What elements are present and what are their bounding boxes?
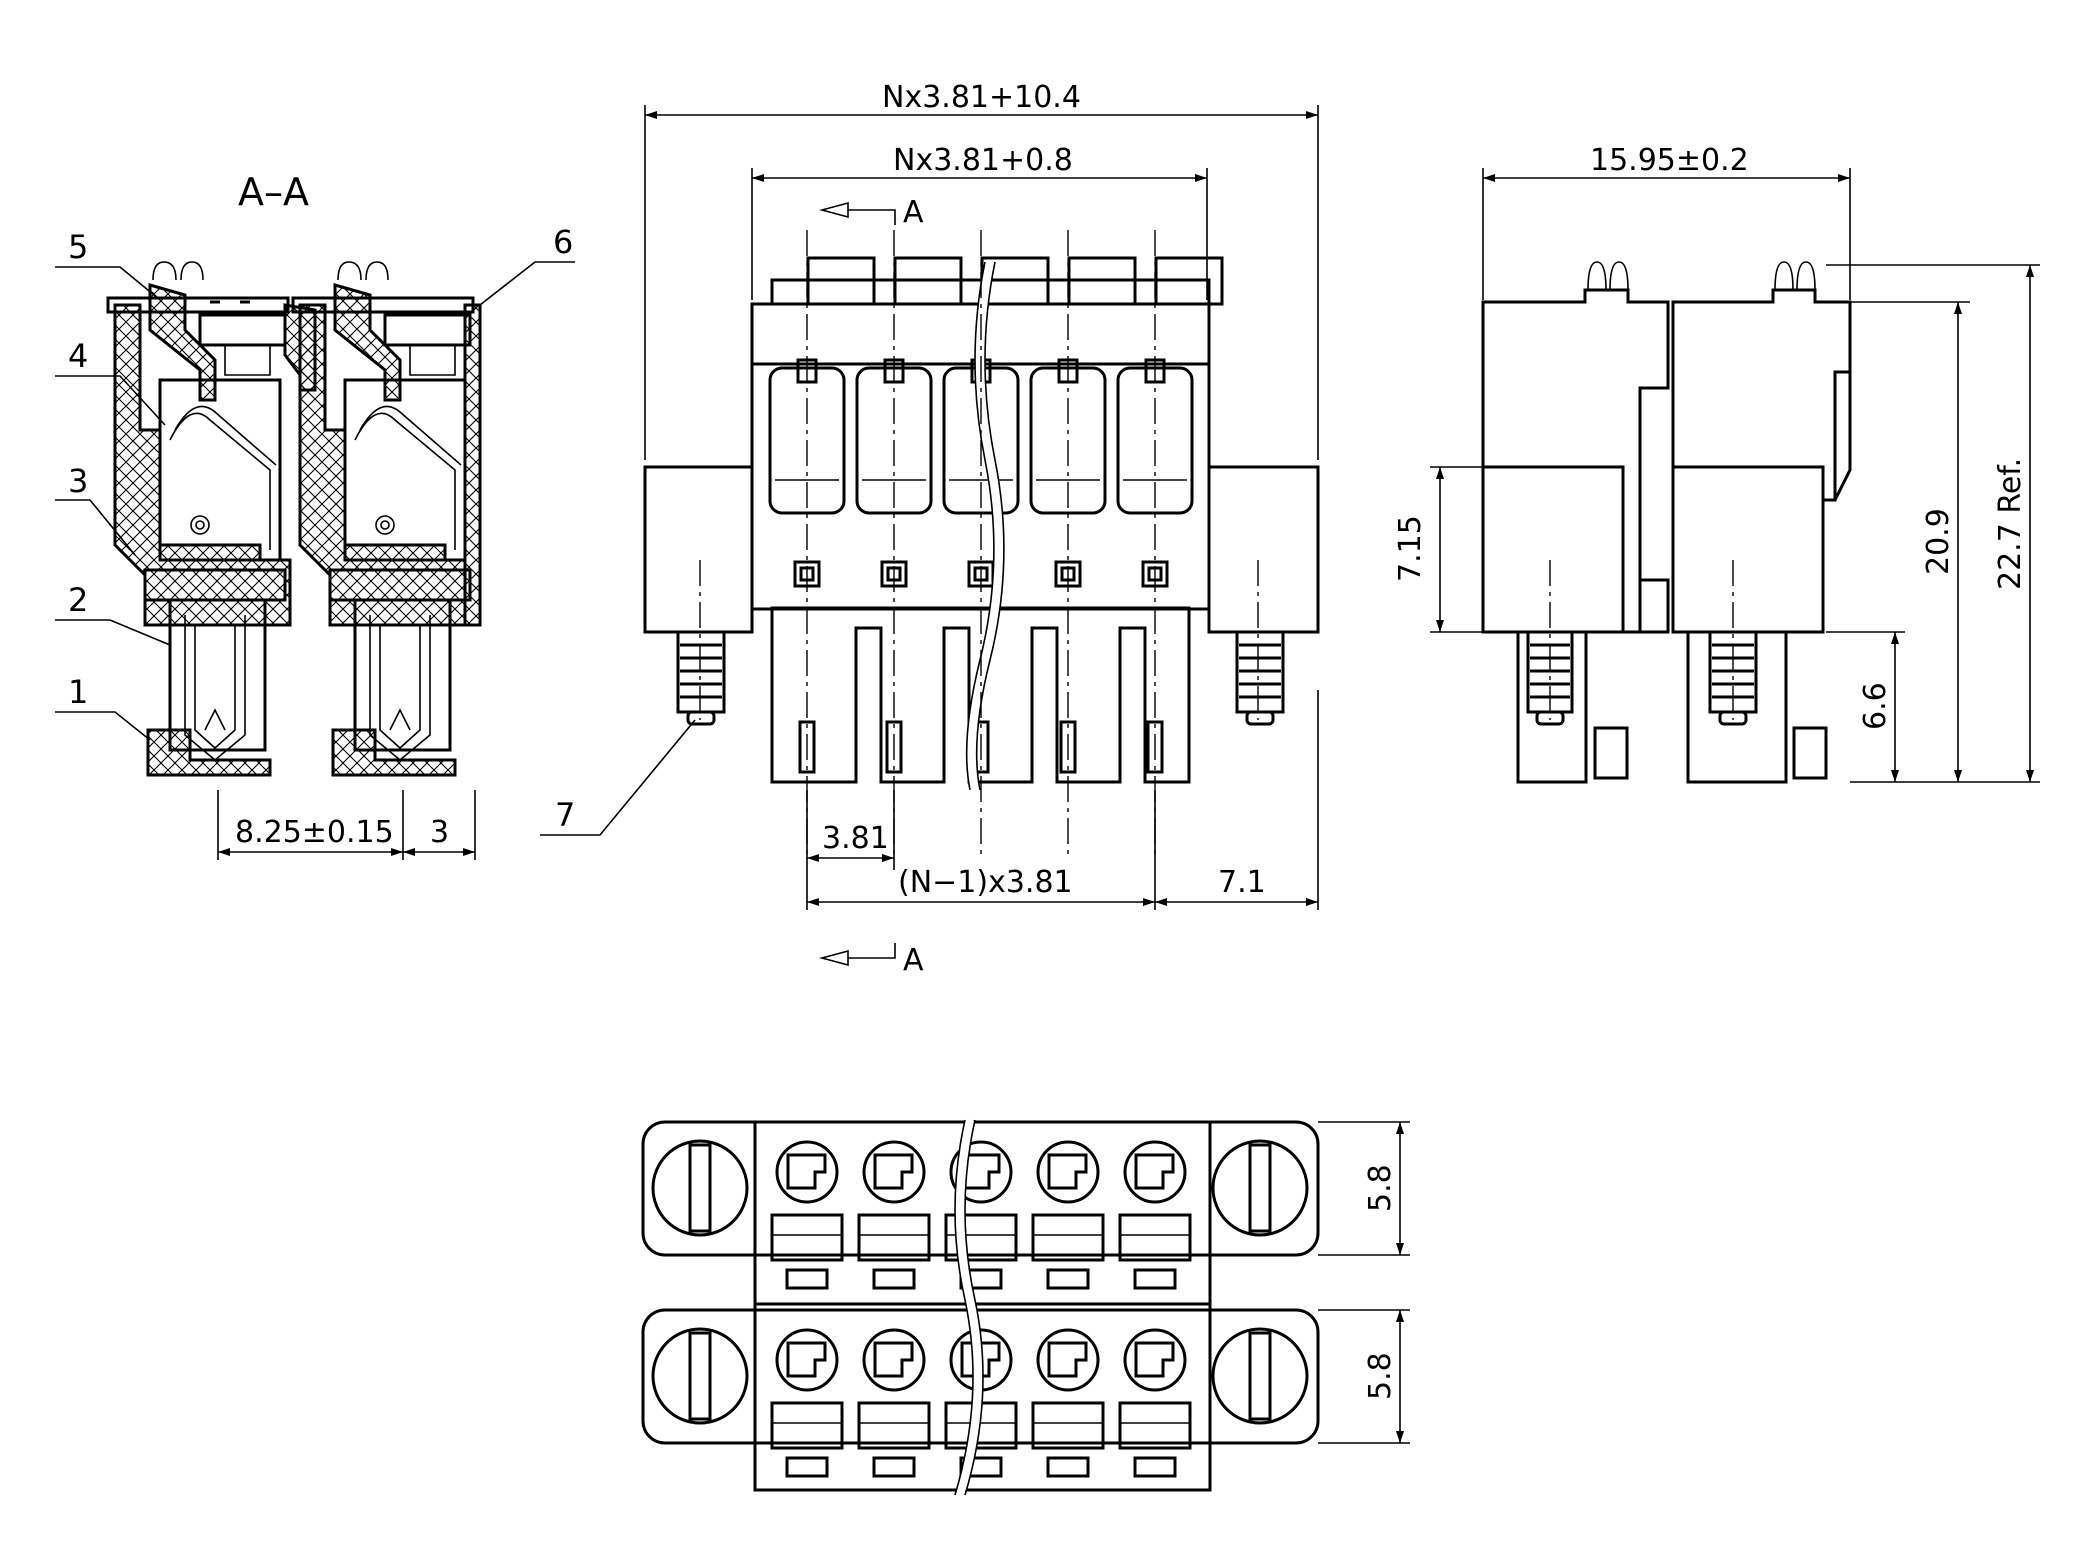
top-row-2 [641,1302,1320,1492]
pin-height-dimension: 6.6 [1858,682,1893,730]
section-left-half [106,261,317,777]
flange-height-dimension: 7.15 [1393,515,1428,582]
section-view: A–A [55,170,696,860]
section-title: A–A [238,170,309,214]
body-width-dimension: Nx3.81+0.8 [893,143,1073,178]
top-row-1 [641,1120,1320,1306]
depth-dimension: 15.95±0.2 [1590,143,1749,178]
overall-width-dimension: Nx3.81+10.4 [882,80,1081,115]
part-label-2: 2 [68,581,88,619]
part-label-4: 4 [68,337,88,375]
body-height-dimension: 20.9 [1921,508,1956,575]
end-offset-dimension: 7.1 [1218,865,1266,900]
front-view: Nx3.81+10.4 Nx3.81+0.8 A A [643,80,1320,978]
section-right-half [291,261,482,777]
overall-height-dimension: 22.7 Ref. [1993,458,2028,590]
side-view: 15.95±0.2 7.15 20.9 22.7 Ref. 6.6 [1393,143,2040,784]
pitch-span-dimension: (N−1)x3.81 [898,865,1073,900]
front-screw-left [676,630,726,726]
row-1-height-dimension: 5.8 [1363,1164,1398,1212]
section-marker-bottom: A [903,943,924,978]
front-screw-right [1235,630,1285,726]
top-view: 5.8 5.8 [641,1118,1410,1497]
section-dimensions [217,790,476,860]
part-leaders [55,261,696,836]
section-marker-top: A [903,195,924,230]
part-label-5: 5 [68,228,88,266]
pitch-dimension: 3.81 [822,821,889,856]
part-label-3: 3 [68,462,88,500]
section-offset-dimension: 3 [430,815,449,850]
part-label-1: 1 [68,673,88,711]
part-label-7: 7 [555,796,575,834]
part-label-6: 6 [553,223,573,261]
section-pitch-dimension: 8.25±0.15 [235,815,394,850]
row-2-height-dimension: 5.8 [1363,1352,1398,1400]
